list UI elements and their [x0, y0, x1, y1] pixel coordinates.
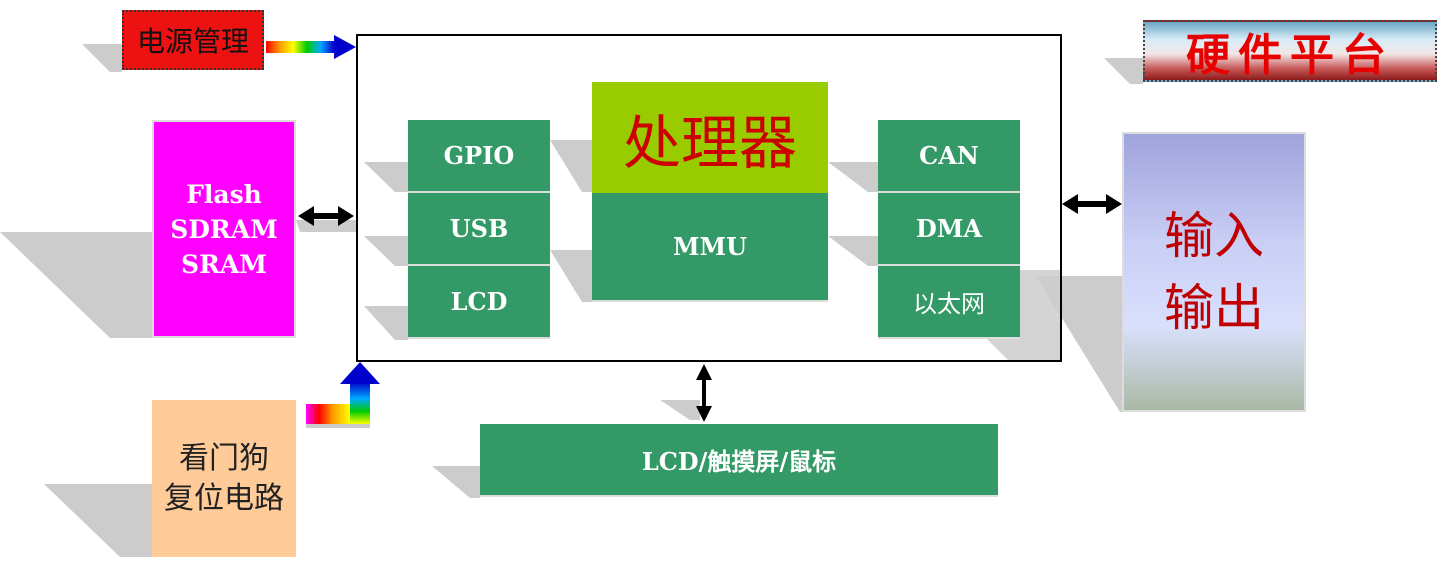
mmu-module: MMU	[592, 193, 828, 302]
memory-sram-label: SRAM	[181, 249, 267, 279]
title-shadow	[1104, 58, 1143, 84]
gpio-module: GPIO	[408, 120, 550, 193]
soc-frame	[356, 34, 1062, 362]
ethernet-module: 以太网	[878, 266, 1020, 339]
processor-box: 处理器	[592, 82, 828, 193]
memory-box: Flash SDRAM SRAM	[152, 120, 296, 338]
peripheral-bus-arrow-icon	[696, 364, 712, 422]
watchdog-label: 看门狗	[179, 440, 269, 476]
can-module: CAN	[878, 120, 1020, 193]
output-label: 输出	[1164, 279, 1264, 337]
usb-module: USB	[408, 193, 550, 266]
power-arrow-icon	[266, 35, 356, 59]
io-bus-arrow-icon	[1062, 194, 1122, 214]
memory-flash-label: Flash	[186, 179, 262, 209]
peripheral-shadow	[432, 466, 480, 498]
power-shadow	[82, 44, 122, 72]
usb-shadow	[364, 236, 408, 266]
memory-shadow	[0, 232, 152, 338]
vertical-arrow-shadow	[660, 400, 700, 420]
page-title: 硬件平台	[1143, 20, 1437, 82]
io-box: 输入 输出	[1122, 132, 1306, 412]
memory-bus-arrow-icon	[298, 206, 354, 226]
lcd-module: LCD	[408, 266, 550, 339]
watchdog-shadow	[44, 484, 152, 557]
gpio-shadow	[364, 162, 408, 192]
dma-shadow	[828, 236, 878, 266]
lcd-shadow	[364, 306, 408, 340]
peripheral-box: LCD/触摸屏/鼠标	[480, 424, 998, 497]
cpu-shadow	[550, 140, 592, 192]
memory-sdram-label: SDRAM	[170, 214, 278, 244]
dma-module: DMA	[878, 193, 1020, 266]
can-shadow	[828, 162, 878, 192]
watchdog-box: 看门狗 复位电路	[152, 400, 296, 557]
watchdog-arrow-icon	[306, 362, 380, 428]
mmu-shadow	[550, 250, 592, 302]
input-label: 输入	[1164, 207, 1264, 265]
power-management-box: 电源管理	[122, 10, 264, 70]
reset-circuit-label: 复位电路	[164, 480, 284, 516]
